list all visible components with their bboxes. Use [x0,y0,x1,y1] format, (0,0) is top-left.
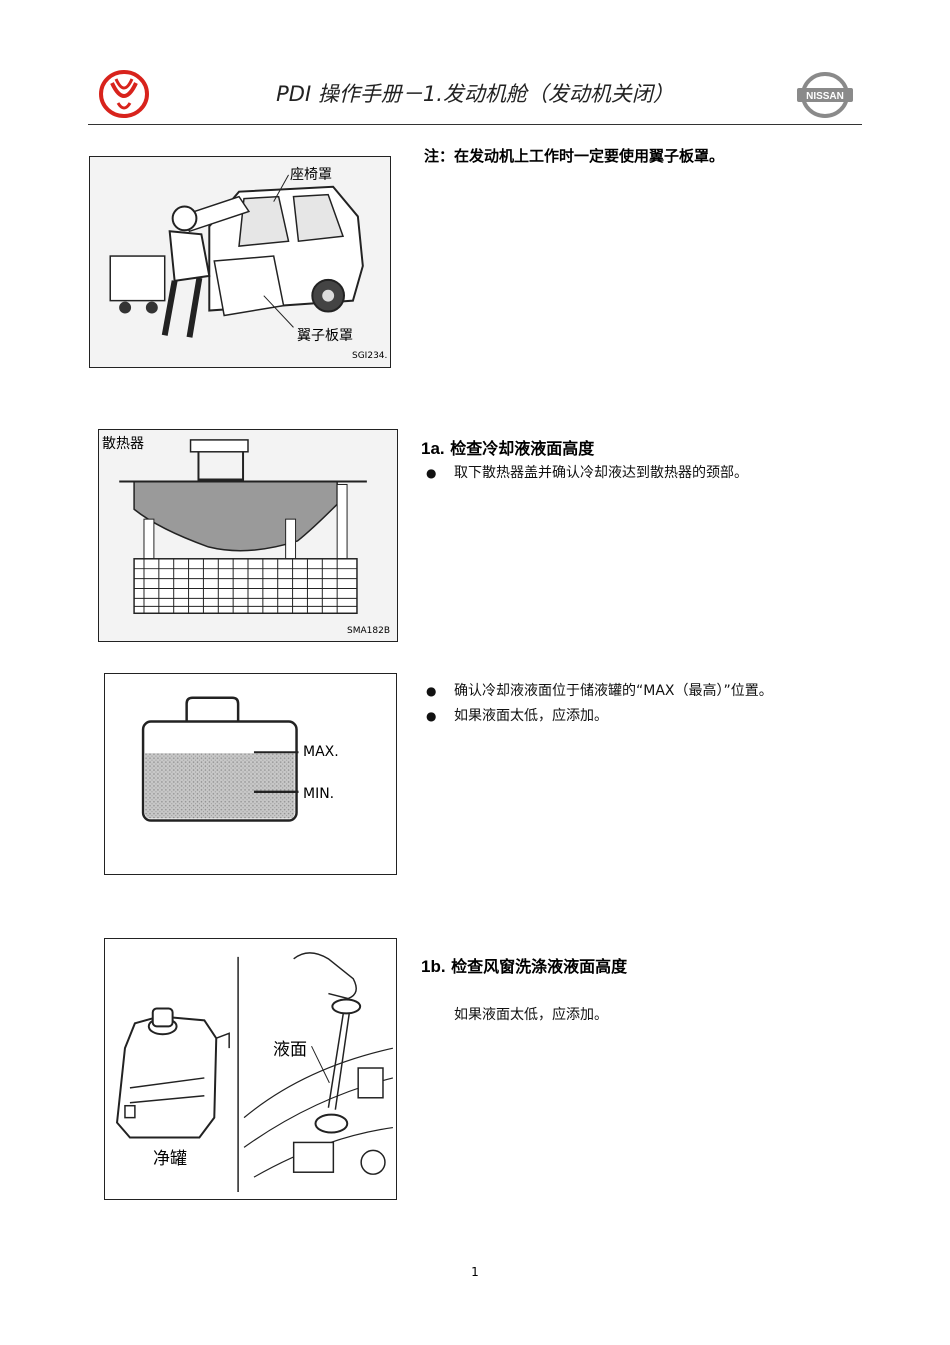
label-max: MAX. [303,744,339,760]
step-1b-heading: 1b. 检查风窗洗涤液液面高度 [421,953,627,977]
step-1a-number: 1a. [421,439,445,458]
step-1b-number: 1b. [421,957,446,976]
label-fluid-level: 液面 [273,1040,307,1060]
label-seat-cover: 座椅罩 [290,167,332,183]
nissan-logo-icon: NISSAN [796,72,854,118]
step-1b-text: 如果液面太低，应添加。 [454,1007,608,1023]
label-radiator: 散热器 [102,436,144,452]
label-min: MIN. [303,786,335,802]
figure-washer-reservoir: 液面 净罐 [104,938,397,1200]
bullet-text: 取下散热器盖并确认冷却液达到散热器的颈部。 [454,465,748,481]
page-title: PDI 操作手册－1.发动机舱（发动机关闭） [276,82,674,106]
bullet-icon: ● [426,466,437,480]
figure-coolant-reservoir: MAX. MIN. [104,673,397,875]
dongfeng-logo-icon [98,69,150,119]
bullet-icon: ● [426,709,437,723]
nissan-logo-text: NISSAN [806,91,844,102]
bullet-text: 确认冷却液液面位于储液罐的“MAX（最高）”位置。 [454,683,773,699]
step-1b-title: 检查风窗洗涤液液面高度 [451,957,628,976]
figure-code: SMA182B [347,626,390,636]
list-item: ● 如果液面太低，应添加。 [426,705,608,725]
header-divider [88,124,862,125]
step-1a-title: 检查冷却液液面高度 [450,439,595,458]
figure-fender-cover: 座椅罩 翼子板罩 SGI234. [89,156,391,368]
label-tank: 净罐 [153,1149,187,1169]
note-fender-cover: 注：在发动机上工作时一定要使用翼子板罩。 [424,147,725,165]
page-number: 1 [471,1265,479,1279]
step-1a-heading: 1a. 检查冷却液液面高度 [421,435,594,459]
figure-radiator: 散热器 SMA182B [98,429,398,642]
figure-code: SGI234. [352,351,388,361]
bullet-text: 如果液面太低，应添加。 [454,708,608,724]
label-fender-cover: 翼子板罩 [297,328,353,344]
bullet-icon: ● [426,684,437,698]
list-item: ● 取下散热器盖并确认冷却液达到散热器的颈部。 [426,462,748,482]
list-item: ● 确认冷却液液面位于储液罐的“MAX（最高）”位置。 [426,680,773,700]
